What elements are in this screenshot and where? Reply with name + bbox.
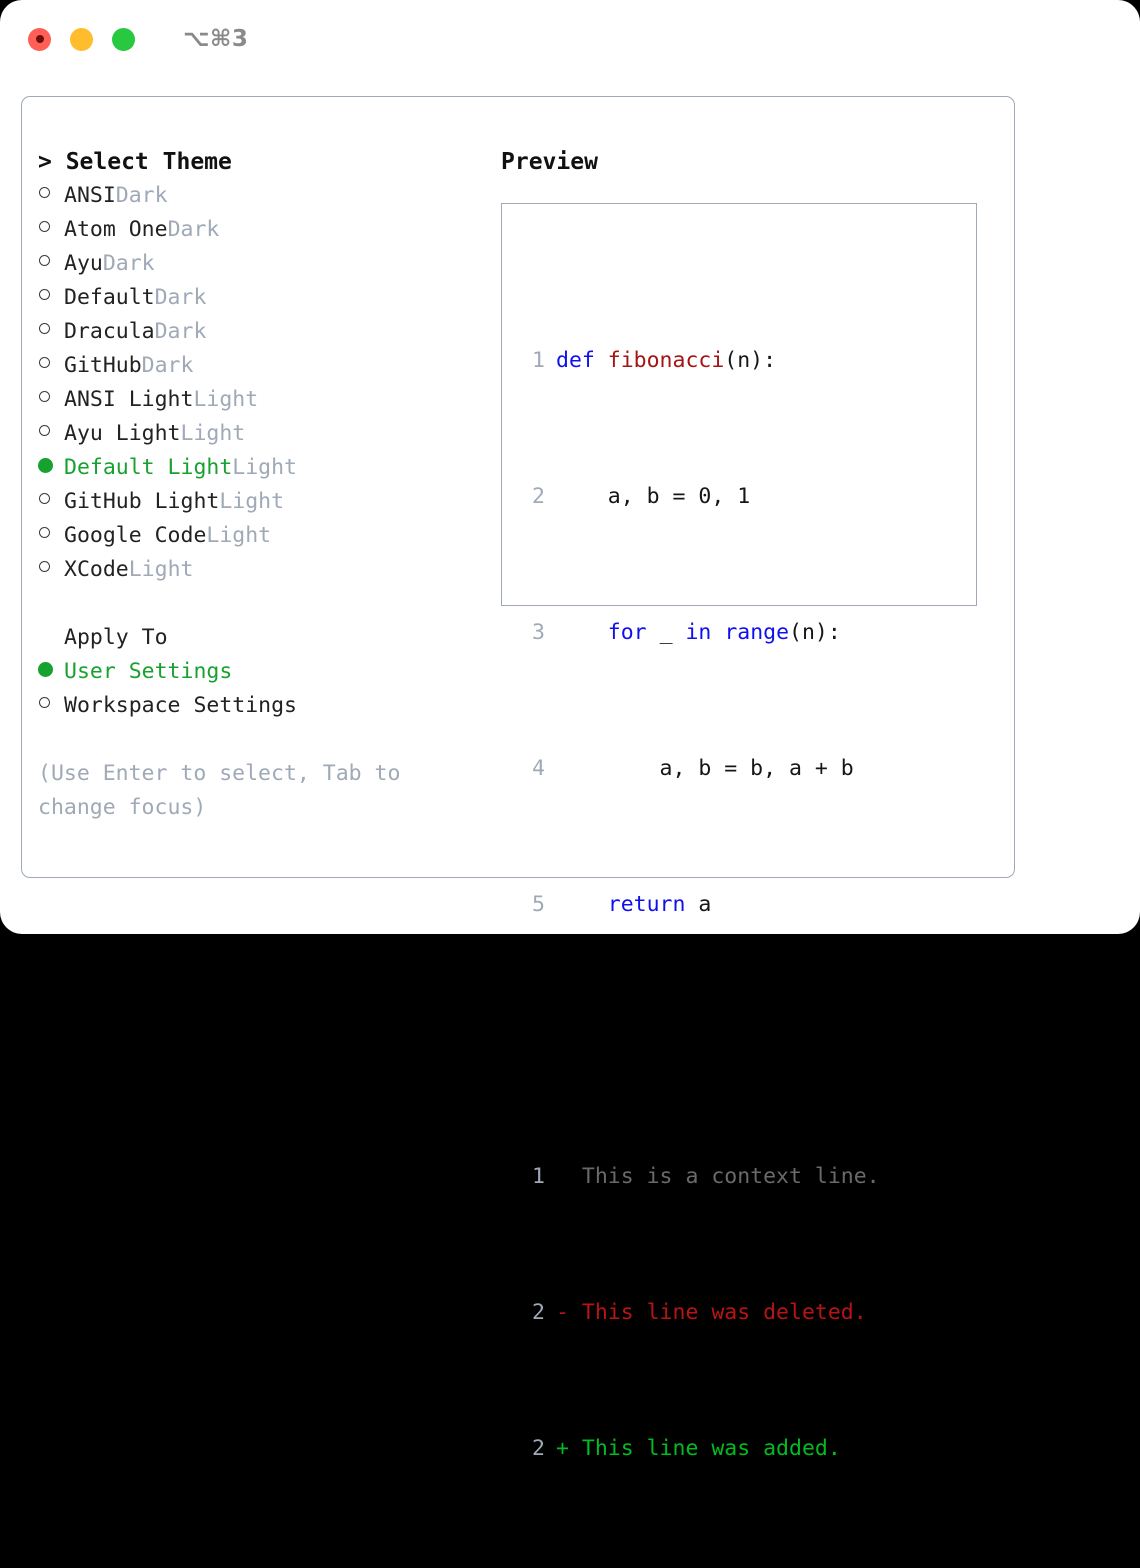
- line-number: 2: [532, 1300, 545, 1325]
- keyboard-shortcut-label: ⌥⌘3: [183, 26, 249, 52]
- code-line: 1 def fibonacci(n):: [511, 344, 880, 378]
- theme-option-badge: Light: [206, 523, 272, 548]
- theme-option-label: Ayu: [64, 251, 103, 276]
- token-function: fibonacci: [607, 348, 725, 373]
- theme-option-github-dark[interactable]: GitHub Dark: [38, 349, 488, 383]
- keyboard-hint-text: (Use Enter to select, Tab to change focu…: [38, 761, 401, 820]
- token-keyword: in: [685, 620, 725, 645]
- minimize-window-button[interactable]: [70, 27, 93, 51]
- code-text: a, b = b, a + b: [556, 752, 854, 786]
- theme-option-badge: Light: [180, 421, 246, 446]
- theme-option-ansi-light[interactable]: ANSI Light Light: [38, 383, 488, 417]
- theme-option-badge: Light: [219, 489, 285, 514]
- theme-option-atom-one-dark[interactable]: Atom One Dark: [38, 213, 488, 247]
- theme-option-label: ANSI Light: [64, 387, 194, 412]
- diff-line-deleted: 2 - This line was deleted.: [511, 1296, 880, 1330]
- theme-list-column: > Select Theme ANSI Dark Atom One Dark: [38, 145, 488, 825]
- preview-header: Preview: [501, 149, 598, 175]
- code-line: 5 return a: [511, 888, 880, 922]
- theme-option-label: Dracula: [64, 319, 155, 344]
- theme-option-xcode[interactable]: XCode Light: [38, 553, 488, 587]
- theme-option-default-dark[interactable]: Default Dark: [38, 281, 488, 315]
- diff-line-context: 1 This is a context line.: [511, 1160, 880, 1194]
- apply-to-option-workspace-settings[interactable]: Workspace Settings: [38, 689, 488, 723]
- theme-option-label: GitHub: [64, 353, 142, 378]
- line-number: 5: [532, 892, 545, 917]
- theme-option-label: Google Code: [64, 523, 207, 548]
- token-builtin: range: [724, 620, 790, 645]
- diff-line-added: 2 + This line was added.: [511, 1432, 880, 1466]
- theme-option-dracula-dark[interactable]: Dracula Dark: [38, 315, 488, 349]
- line-number: 1: [532, 1164, 545, 1189]
- theme-option-label: GitHub Light: [64, 489, 220, 514]
- token-plain: a, b = b, a + b: [556, 756, 854, 781]
- token-plain: [556, 620, 608, 645]
- app-window: ⌥⌘3 > Select Theme ANSI Dark Atom One Da…: [0, 0, 1140, 1461]
- list-spacer: [38, 587, 488, 621]
- theme-option-badge: Dark: [154, 319, 207, 344]
- theme-option-ansi-dark[interactable]: ANSI Dark: [38, 179, 488, 213]
- code-line: 4 a, b = b, a + b: [511, 752, 880, 786]
- maximize-window-button[interactable]: [112, 27, 135, 51]
- preview-box: 1 def fibonacci(n): 2 a, b = 0, 1 3 for …: [501, 203, 977, 1461]
- code-line: 2 a, b = 0, 1: [511, 480, 880, 514]
- hint-spacer: [38, 723, 488, 757]
- line-number: 3: [532, 620, 545, 645]
- theme-selector-panel: > Select Theme ANSI Dark Atom One Dark: [21, 96, 1015, 1461]
- theme-option-list: ANSI Dark Atom One Dark Ayu Dark: [38, 179, 488, 587]
- code-text: for _ in range(n):: [556, 616, 841, 650]
- diff-text: This is a context line.: [556, 1164, 880, 1189]
- token-keyword: for: [607, 620, 647, 645]
- theme-option-label: Default: [64, 285, 155, 310]
- token-plain: (n):: [724, 348, 777, 373]
- theme-option-github-light[interactable]: GitHub Light Light: [38, 485, 488, 519]
- apply-to-option-list: User Settings Workspace Settings: [38, 655, 488, 723]
- code-text: a, b = 0, 1: [556, 480, 750, 514]
- theme-option-default-light[interactable]: Default Light Light: [38, 451, 488, 485]
- code-line: 3 for _ in range(n):: [511, 616, 880, 650]
- line-number: 1: [532, 348, 545, 373]
- token-keyword: def: [556, 348, 608, 373]
- title-bar: ⌥⌘3: [0, 0, 1140, 78]
- select-theme-header: > Select Theme: [38, 149, 232, 175]
- line-number: 4: [532, 756, 545, 781]
- token-plain: (n):: [789, 620, 841, 645]
- token-plain: _: [646, 620, 686, 645]
- theme-option-badge: Light: [193, 387, 259, 412]
- theme-option-badge: Dark: [102, 251, 155, 276]
- token-plain: a, b = 0, 1: [556, 484, 751, 509]
- code-text: return a: [556, 888, 712, 922]
- theme-option-google-code[interactable]: Google Code Light: [38, 519, 488, 553]
- token-plain: [556, 892, 608, 917]
- preview-column: Preview 1 def fibonacci(n): 2 a, b = 0, …: [501, 145, 1001, 1461]
- theme-option-label: XCode: [64, 557, 129, 582]
- theme-option-badge: Light: [128, 557, 194, 582]
- theme-option-label: Default Light: [64, 455, 233, 480]
- token-keyword: return: [607, 892, 686, 917]
- diff-text: + This line was added.: [556, 1436, 841, 1461]
- theme-option-badge: Light: [232, 455, 298, 480]
- theme-option-badge: Dark: [115, 183, 168, 208]
- theme-option-ayu-dark[interactable]: Ayu Dark: [38, 247, 488, 281]
- token-plain: a: [685, 892, 712, 917]
- theme-option-badge: Dark: [167, 217, 220, 242]
- code-text: def fibonacci(n):: [556, 344, 776, 378]
- code-preview: 1 def fibonacci(n): 2 a, b = 0, 1 3 for …: [511, 242, 880, 1568]
- theme-option-label: Ayu Light: [64, 421, 181, 446]
- theme-option-badge: Dark: [141, 353, 194, 378]
- diff-text: - This line was deleted.: [556, 1300, 867, 1325]
- theme-option-badge: Dark: [154, 285, 207, 310]
- apply-to-option-user-settings[interactable]: User Settings: [38, 655, 488, 689]
- window-controls: [28, 27, 135, 51]
- line-number: 2: [532, 484, 545, 509]
- theme-option-label: Atom One: [64, 217, 168, 242]
- theme-option-ayu-light[interactable]: Ayu Light Light: [38, 417, 488, 451]
- apply-to-option-label: Workspace Settings: [64, 693, 297, 718]
- close-window-button[interactable]: [28, 27, 51, 51]
- diff-separator: [511, 1024, 880, 1058]
- apply-to-title: Apply To: [64, 625, 168, 650]
- apply-to-option-label: User Settings: [64, 659, 233, 684]
- theme-option-label: ANSI: [64, 183, 116, 208]
- line-number: 2: [532, 1436, 545, 1461]
